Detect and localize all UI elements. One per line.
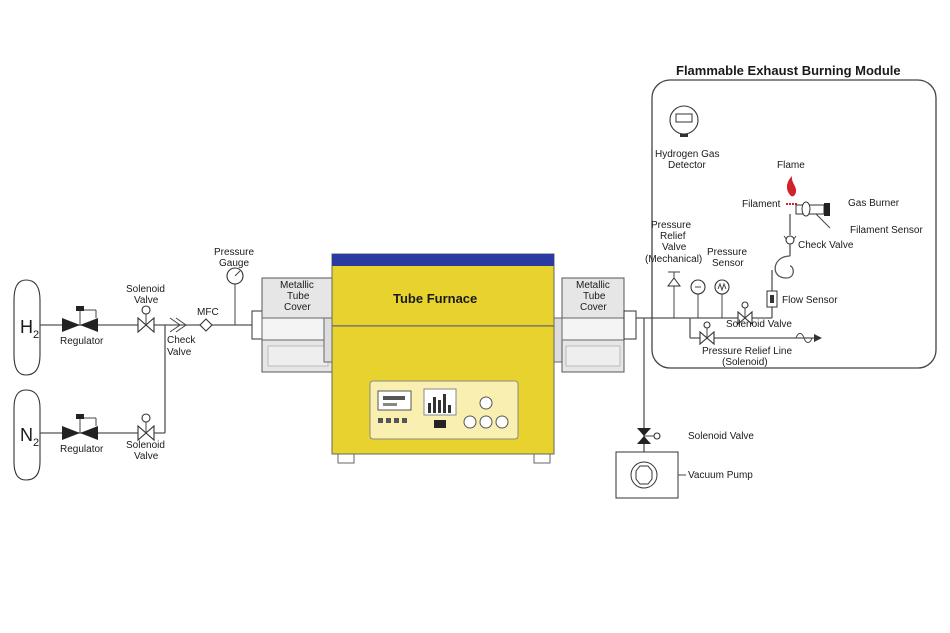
right-metallic-tube-cover: [561, 277, 625, 373]
right-cover-label-1: Metallic: [576, 280, 610, 291]
relief-line-label-2: (Solenoid): [722, 357, 768, 368]
solenoid-valve-h2-label-2: Valve: [134, 295, 159, 306]
solenoid-valve-h2: [137, 305, 155, 334]
solenoid-valve-n2: [137, 413, 155, 442]
regulator-n2: [62, 414, 98, 440]
hydrogen-detector-label-1: Hydrogen Gas: [655, 149, 719, 160]
right-cover-label-2: Tube: [583, 291, 606, 302]
check-valve-label-2: Valve: [167, 347, 192, 358]
relief-line-solenoid-icon: [699, 321, 715, 346]
n2-cylinder-label: N2: [20, 425, 39, 449]
prv-label-4: (Mechanical): [645, 254, 702, 265]
solenoid-valve-module-icon: [737, 301, 753, 326]
check-valve-label-1: Check: [167, 335, 196, 346]
check-valve-icon: [169, 317, 187, 333]
relief-line-label-1: Pressure Relief Line: [702, 346, 792, 357]
pressure-relief-valve-mechanical-icon: [667, 271, 681, 318]
flame-icon: [786, 176, 797, 197]
prv-label-1: Pressure: [651, 220, 691, 231]
check-valve-exhaust-icon: [783, 235, 797, 245]
pressure-gauge-label-2: Gauge: [219, 258, 249, 269]
pressure-gauge-icon: [226, 267, 244, 325]
left-cover-label-1: Metallic: [280, 280, 314, 291]
vacuum-pump-label: Vacuum Pump: [688, 470, 753, 481]
check-valve-exhaust-label: Check Valve: [798, 240, 854, 251]
vacuum-pump-icon: [615, 451, 686, 499]
left-metallic-tube-cover: [261, 277, 333, 373]
h2-cylinder: H2: [13, 279, 41, 376]
pressure-sensor-label-1: Pressure: [707, 247, 747, 258]
filament-label: Filament: [742, 199, 781, 210]
right-cover-label-3: Cover: [580, 302, 607, 313]
solenoid-valve-module-label: Solenoid Valve: [726, 319, 792, 330]
vacuum-solenoid-label: Solenoid Valve: [688, 431, 754, 442]
solenoid-valve-n2-label-1: Solenoid: [126, 440, 165, 451]
flow-sensor-icon: [766, 290, 778, 308]
exhaust-module-title: Flammable Exhaust Burning Module: [676, 63, 901, 78]
exhaust-module-frame: [651, 79, 937, 369]
hydrogen-gas-detector-icon: [669, 105, 699, 137]
prv-label-3: Valve: [662, 242, 687, 253]
h2-cylinder-label: H2: [20, 317, 39, 341]
mfc-icon: [199, 318, 213, 332]
n2-cylinder: N2: [13, 389, 41, 481]
mfc-label: MFC: [197, 307, 219, 318]
gas-burner-icon: [795, 201, 830, 217]
solenoid-valve-n2-label-2: Valve: [134, 451, 159, 462]
solenoid-valve-h2-label-1: Solenoid: [126, 284, 165, 295]
vacuum-solenoid-valve: [637, 428, 661, 444]
regulator-h2: [62, 306, 98, 332]
flow-sensor-label: Flow Sensor: [782, 295, 838, 306]
left-cover-label-2: Tube: [287, 291, 310, 302]
left-cover-label-3: Cover: [284, 302, 311, 313]
filament-sensor-label: Filament Sensor: [850, 225, 923, 236]
regulator-h2-label: Regulator: [60, 336, 104, 347]
pressure-gauge-label-1: Pressure: [214, 247, 254, 258]
furnace-title: Tube Furnace: [393, 291, 477, 306]
pressure-sensor-label-2: Sensor: [712, 258, 744, 269]
prv-label-2: Relief: [660, 231, 686, 242]
hydrogen-detector-label-2: Detector: [668, 160, 706, 171]
flame-label: Flame: [777, 160, 805, 171]
gas-burner-label: Gas Burner: [848, 198, 900, 209]
regulator-n2-label: Regulator: [60, 444, 104, 455]
tube-furnace: [323, 253, 563, 464]
pressure-sensor-icon: [690, 279, 730, 318]
